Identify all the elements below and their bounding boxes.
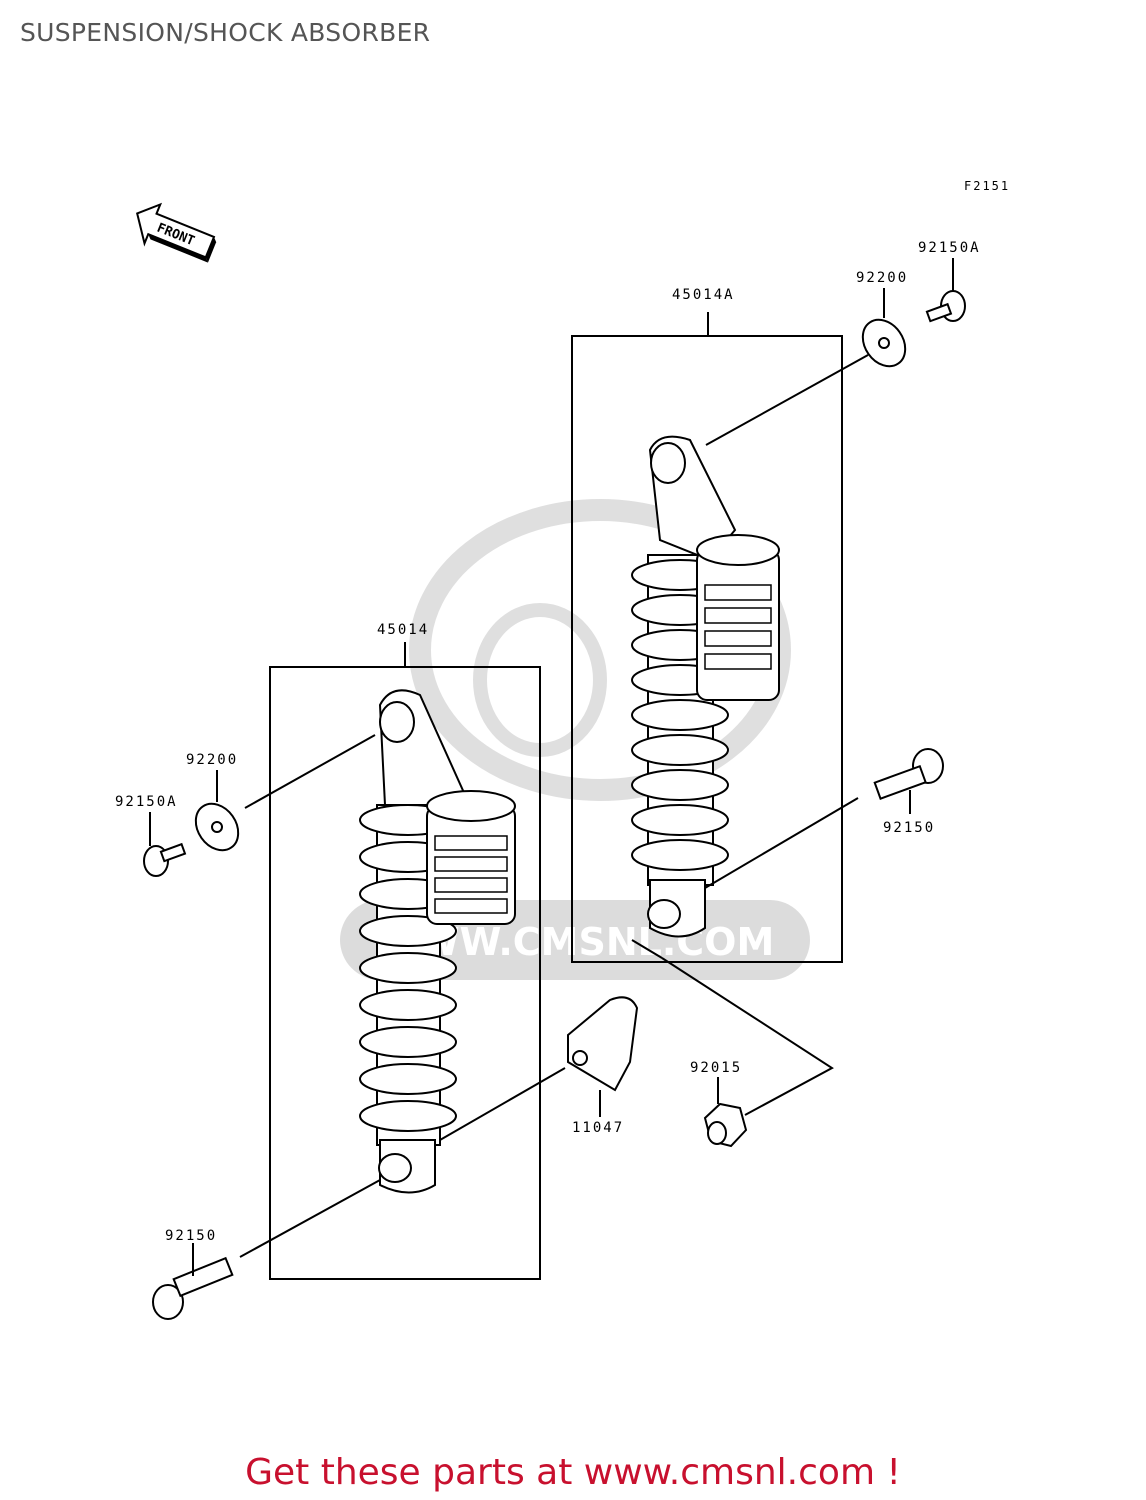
reservoir-45014A bbox=[696, 534, 780, 701]
page-title: SUSPENSION/SHOCK ABSORBER bbox=[20, 18, 431, 47]
shock-absorber-45014A bbox=[571, 312, 843, 963]
part-label-45014A: 45014A bbox=[672, 287, 735, 303]
washer-92200-right bbox=[705, 288, 907, 446]
part-label-92015: 92015 bbox=[690, 1060, 742, 1076]
part-label-92150A-left: 92150A bbox=[115, 794, 178, 810]
part-label-92200-left: 92200 bbox=[186, 752, 238, 768]
footer-cta-link[interactable]: Get these parts at www.cmsnl.com ! bbox=[245, 1452, 901, 1493]
washer-92200-left bbox=[194, 734, 376, 852]
nut-92015 bbox=[631, 939, 834, 1148]
part-label-92150A-right: 92150A bbox=[918, 240, 981, 256]
part-label-11047: 11047 bbox=[572, 1120, 624, 1136]
bolt-92150-right bbox=[704, 748, 944, 889]
bracket-11047 bbox=[439, 996, 639, 1141]
bolt-92150A-left bbox=[143, 812, 187, 877]
part-label-45014: 45014 bbox=[377, 622, 429, 638]
front-arrow-icon: FRONT bbox=[136, 202, 217, 263]
part-label-92150-right: 92150 bbox=[883, 820, 935, 836]
bolt-92150-left bbox=[152, 1179, 381, 1320]
part-label-92200-right: 92200 bbox=[856, 270, 908, 286]
shock-absorber-45014 bbox=[269, 642, 541, 1280]
reservoir-45014 bbox=[426, 790, 516, 925]
bolt-92150A-right bbox=[925, 258, 966, 323]
figure-code: F2151 bbox=[964, 179, 1010, 193]
part-label-92150-left: 92150 bbox=[165, 1228, 217, 1244]
